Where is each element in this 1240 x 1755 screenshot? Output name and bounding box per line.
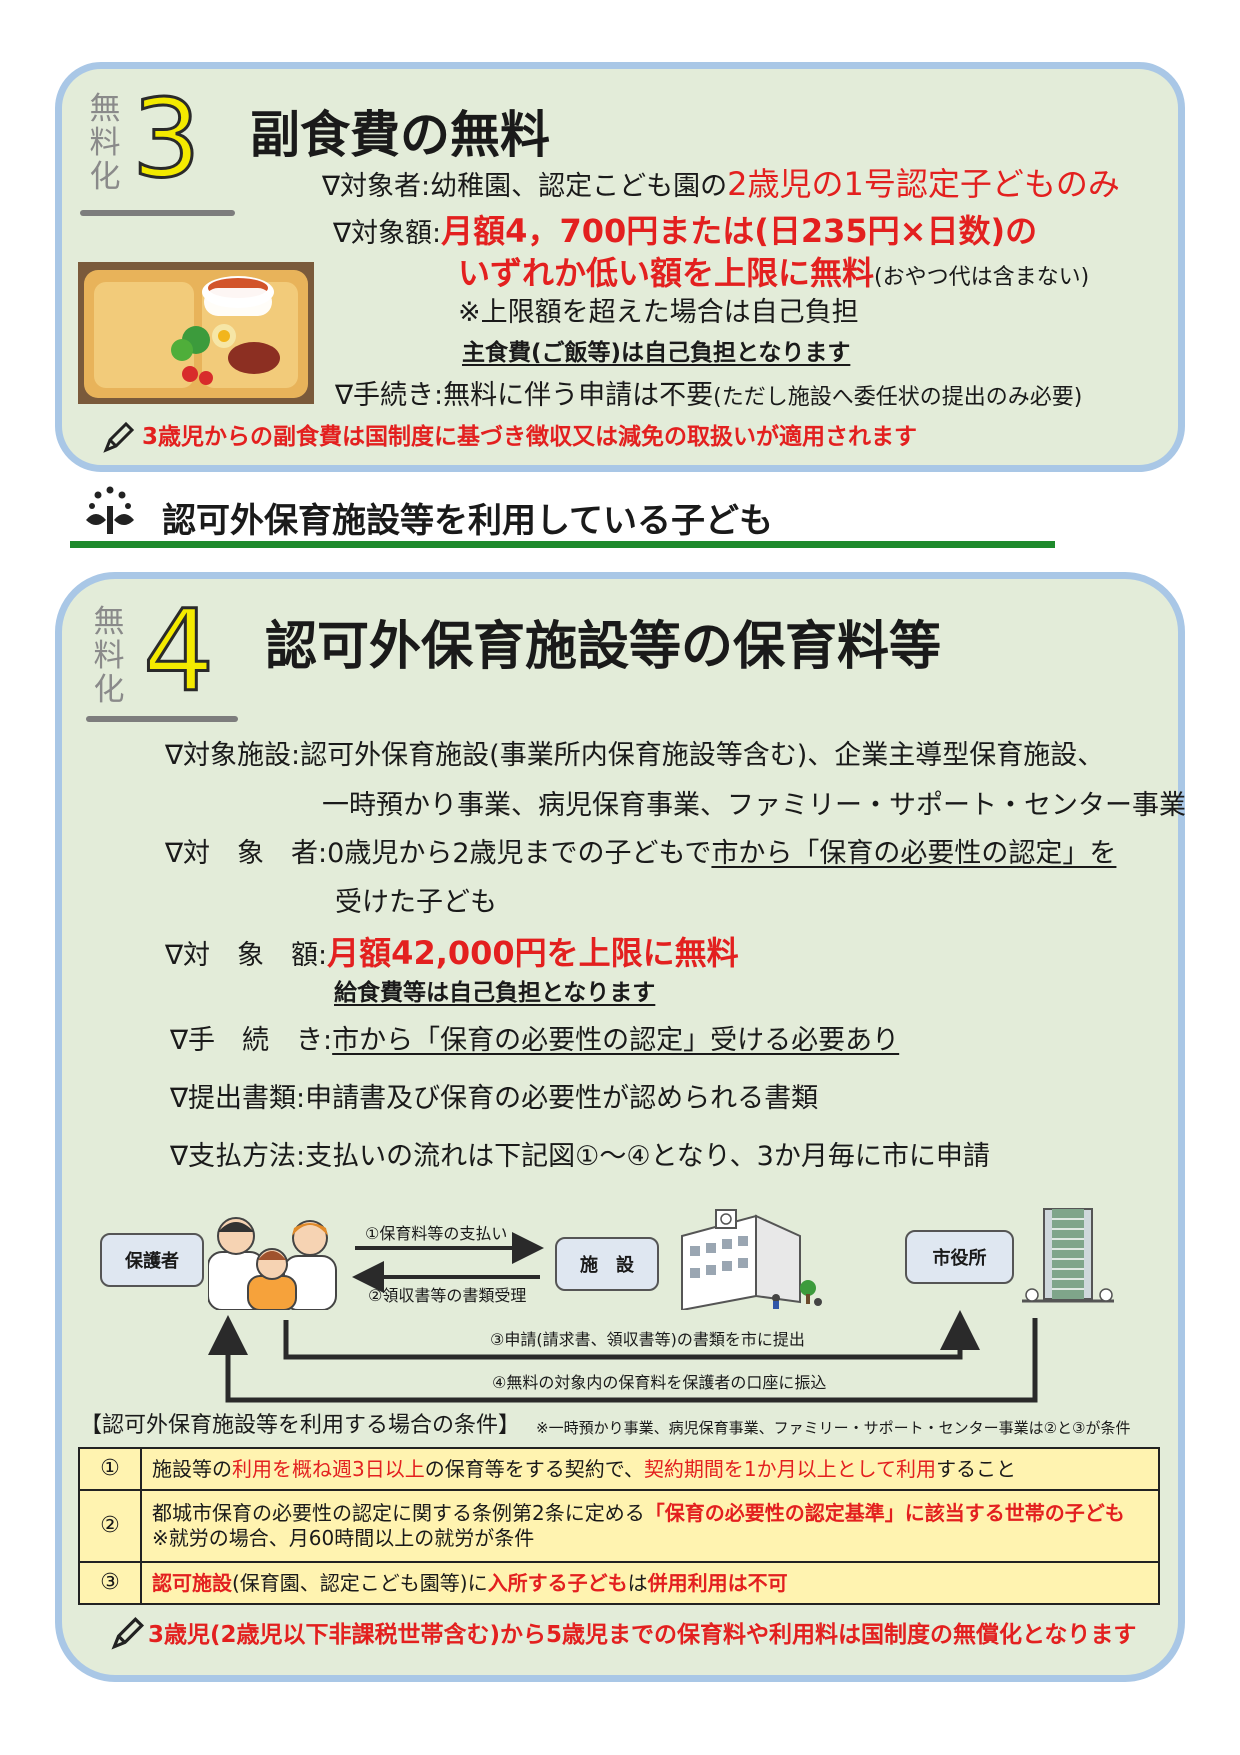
conditions-title: 【認可外保育施設等を利用する場合の条件】	[80, 1413, 521, 1438]
flow-step3-label: ③申請(請求書、領収書等)の書類を市に提出	[490, 1330, 805, 1349]
section-4-underline-bar	[86, 716, 238, 722]
section-3-staple-note: 主食費(ご飯等)は自己負担となります	[462, 340, 851, 366]
conditions-table: ① 施設等の利用を概ね週3日以上の保育等をする契約で、契約期間を1か月以上として…	[78, 1447, 1160, 1605]
condition-text: 都城市保育の必要性の認定に関する条例第2条に定める「保育の必要性の認定基準」に該…	[140, 1489, 1160, 1563]
section-3-footnote: 3歳児からの副食費は国制度に基づき徴収又は減免の取扱いが適用されます	[142, 424, 918, 450]
section-4-title: 認可外保育施設等の保育料等	[265, 617, 942, 677]
section-3-underline-bar	[80, 210, 235, 216]
flow-step1-label: ①保育料等の支払い	[365, 1224, 508, 1243]
section-3-target-highlight: 2歳児の1号認定子どものみ	[727, 165, 1120, 203]
table-row: ② 都城市保育の必要性の認定に関する条例第2条に定める「保育の必要性の認定基準」…	[78, 1489, 1160, 1563]
condition-number: ①	[78, 1447, 142, 1491]
section-4-meal-note: 給食費等は自己負担となります	[334, 980, 656, 1006]
section-4-amount-value: 月額42,000円を上限に無料	[327, 934, 739, 972]
flow-facility-box: 施 設	[555, 1237, 659, 1291]
flow-guardian-box: 保護者	[100, 1233, 204, 1287]
pencil-icon	[111, 1616, 145, 1650]
sprout-logo-icon	[86, 486, 134, 534]
section-3-target: ∇対象者:幼稚園、認定こども園の2歳児の1号認定子どものみ	[322, 165, 1120, 203]
lunch-tray-illustration	[78, 262, 314, 404]
pencil-icon	[103, 421, 135, 453]
flow-step4-label: ④無料の対象内の保育料を保護者の口座に振込	[492, 1373, 827, 1392]
section-4-vertical-label: 無料化	[93, 604, 125, 708]
section-4-target-line2: 受けた子ども	[335, 887, 497, 918]
section-3-title: 副食費の無料	[250, 106, 550, 164]
section-3-vertical-label: 無料化	[89, 91, 121, 195]
footer-note: 3歳児(2歳児以下非課税世帯含む)から5歳児までの保育料や利用料は国制度の無償化…	[148, 1622, 1137, 1648]
section-3-amount-line2: いずれか低い額を上限に無料(おやつ代は含まない)	[458, 254, 1090, 292]
condition-number: ②	[78, 1489, 142, 1563]
heading-rule	[70, 541, 1055, 548]
city-hall-tower-illustration	[1022, 1208, 1114, 1303]
flow-city-box: 市役所	[905, 1230, 1014, 1284]
section-3-amount-line1: 月額4，700円または(日235円×日数)の	[441, 212, 1038, 250]
section-3-number: 3	[131, 77, 203, 202]
section-4-facility-line2: 一時預かり事業、病児保育事業、ファミリー・サポート・センター事業	[322, 790, 1186, 821]
table-row: ③ 認可施設(保育園、認定こども園等)に入所する子どもは併用利用は不可	[78, 1561, 1160, 1605]
section-heading: 認可外保育施設等を利用している子ども	[162, 501, 773, 541]
section-4-amount: ∇対 象 額:月額42,000円を上限に無料	[165, 934, 739, 972]
table-row: ① 施設等の利用を概ね週3日以上の保育等をする契約で、契約期間を1か月以上として…	[78, 1447, 1160, 1491]
section-3-procedure: ∇手続き:無料に伴う申請は不要(ただし施設へ委任状の提出のみ必要)	[335, 380, 1083, 411]
section-4-target: ∇対 象 者:0歳児から2歳児までの子どもで市から「保育の必要性の認定」を	[165, 838, 1117, 869]
condition-text: 認可施設(保育園、認定こども園等)に入所する子どもは併用利用は不可	[140, 1561, 1160, 1605]
section-4-procedure: ∇手 続 き:市から「保育の必要性の認定」受ける必要あり	[170, 1025, 900, 1056]
facility-building-illustration	[681, 1209, 822, 1310]
section-4-number: 4	[141, 587, 215, 717]
section-3-excess-note: ※上限額を超えた場合は自己負担	[458, 297, 859, 328]
family-illustration	[208, 1217, 337, 1310]
section-3-amount: ∇対象額:月額4，700円または(日235円×日数)の	[333, 212, 1038, 250]
section-4-documents: ∇提出書類:申請書及び保育の必要性が認められる書類	[170, 1083, 819, 1114]
flow-step2-label: ②領収書等の書類受理	[368, 1286, 527, 1305]
condition-number: ③	[78, 1561, 142, 1605]
condition-text: 施設等の利用を概ね週3日以上の保育等をする契約で、契約期間を1か月以上として利用…	[140, 1447, 1160, 1491]
conditions-note: ※一時預かり事業、病児保育事業、ファミリー・サポート・センター事業は②と③が条件	[536, 1419, 1131, 1437]
section-4-payment: ∇支払方法:支払いの流れは下記図①～④となり、3か月毎に市に申請	[170, 1141, 990, 1172]
section-4-facility-line1: ∇対象施設:認可外保育施設(事業所内保育施設等含む)、企業主導型保育施設、	[165, 740, 1105, 771]
